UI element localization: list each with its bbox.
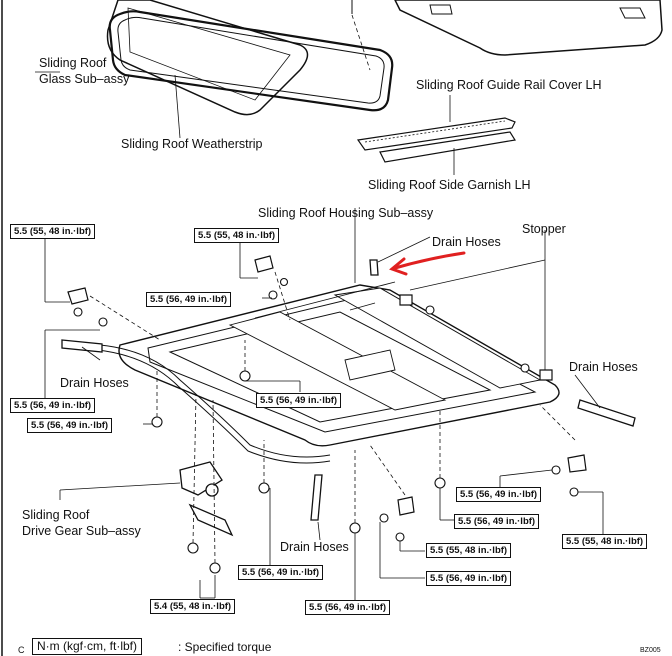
drive-gear — [179, 461, 234, 537]
torque-spec: 5.4 (55, 48 in.·lbf) — [150, 599, 236, 614]
legend-prefix: C — [18, 645, 25, 655]
housing-frame — [118, 281, 560, 447]
side-garnish — [379, 131, 516, 163]
legend-unit-box: N·m (kgf·cm, ft·lbf) — [32, 638, 142, 655]
torque-spec: 5.5 (56, 49 in.·lbf) — [238, 565, 324, 580]
torque-spec: 5.5 (55, 48 in.·lbf) — [10, 224, 96, 239]
glass-label-line2: Glass Sub–assy — [39, 72, 130, 86]
annotation-arrow — [389, 251, 466, 276]
leader-lines — [35, 71, 604, 600]
guide-rail-cover-label: Sliding Roof Guide Rail Cover LH — [416, 78, 602, 92]
brackets — [67, 255, 587, 516]
legend-description: : Specified torque — [178, 640, 272, 654]
glass-panel — [106, 0, 353, 116]
torque-spec: 5.5 (56, 49 in.·lbf) — [10, 398, 96, 413]
drain-hoses-right-label: Drain Hoses — [569, 360, 638, 374]
torque-spec: 5.5 (56, 49 in.·lbf) — [146, 292, 232, 307]
torque-spec: 5.5 (55, 48 in.·lbf) — [426, 543, 512, 558]
torque-spec: 5.5 (56, 49 in.·lbf) — [27, 418, 113, 433]
housing-label: Sliding Roof Housing Sub–assy — [258, 206, 434, 220]
drain-hoses-top-label: Drain Hoses — [432, 235, 501, 249]
guide-rail-cover — [356, 117, 516, 151]
torque-spec: 5.5 (56, 49 in.·lbf) — [454, 514, 540, 529]
roof-panel-right — [394, 0, 663, 56]
drive-gear-label-line2: Drive Gear Sub–assy — [22, 524, 141, 538]
weatherstrip — [108, 10, 394, 112]
stopper-label: Stopper — [522, 222, 566, 236]
weatherstrip-label: Sliding Roof Weatherstrip — [121, 137, 263, 151]
drive-gear-label-line1: Sliding Roof — [22, 508, 90, 522]
drain-hoses — [61, 259, 636, 521]
torque-spec: 5.5 (55, 48 in.·lbf) — [562, 534, 648, 549]
cables — [97, 344, 331, 464]
side-garnish-label: Sliding Roof Side Garnish LH — [368, 178, 531, 192]
torque-spec: 5.5 (56, 49 in.·lbf) — [456, 487, 542, 502]
drain-hoses-left-label: Drain Hoses — [60, 376, 129, 390]
torque-spec: 5.5 (56, 49 in.·lbf) — [256, 393, 342, 408]
torque-spec: 5.5 (56, 49 in.·lbf) — [426, 571, 512, 586]
torque-spec: 5.5 (55, 48 in.·lbf) — [194, 228, 280, 243]
assembly-lines — [89, 271, 576, 564]
glass-label-line1: Sliding Roof — [39, 56, 107, 70]
figure-code: BZ005 — [640, 647, 661, 654]
drain-hoses-bottom-label: Drain Hoses — [280, 540, 349, 554]
bolts — [73, 277, 579, 574]
torque-spec: 5.5 (56, 49 in.·lbf) — [305, 600, 391, 615]
